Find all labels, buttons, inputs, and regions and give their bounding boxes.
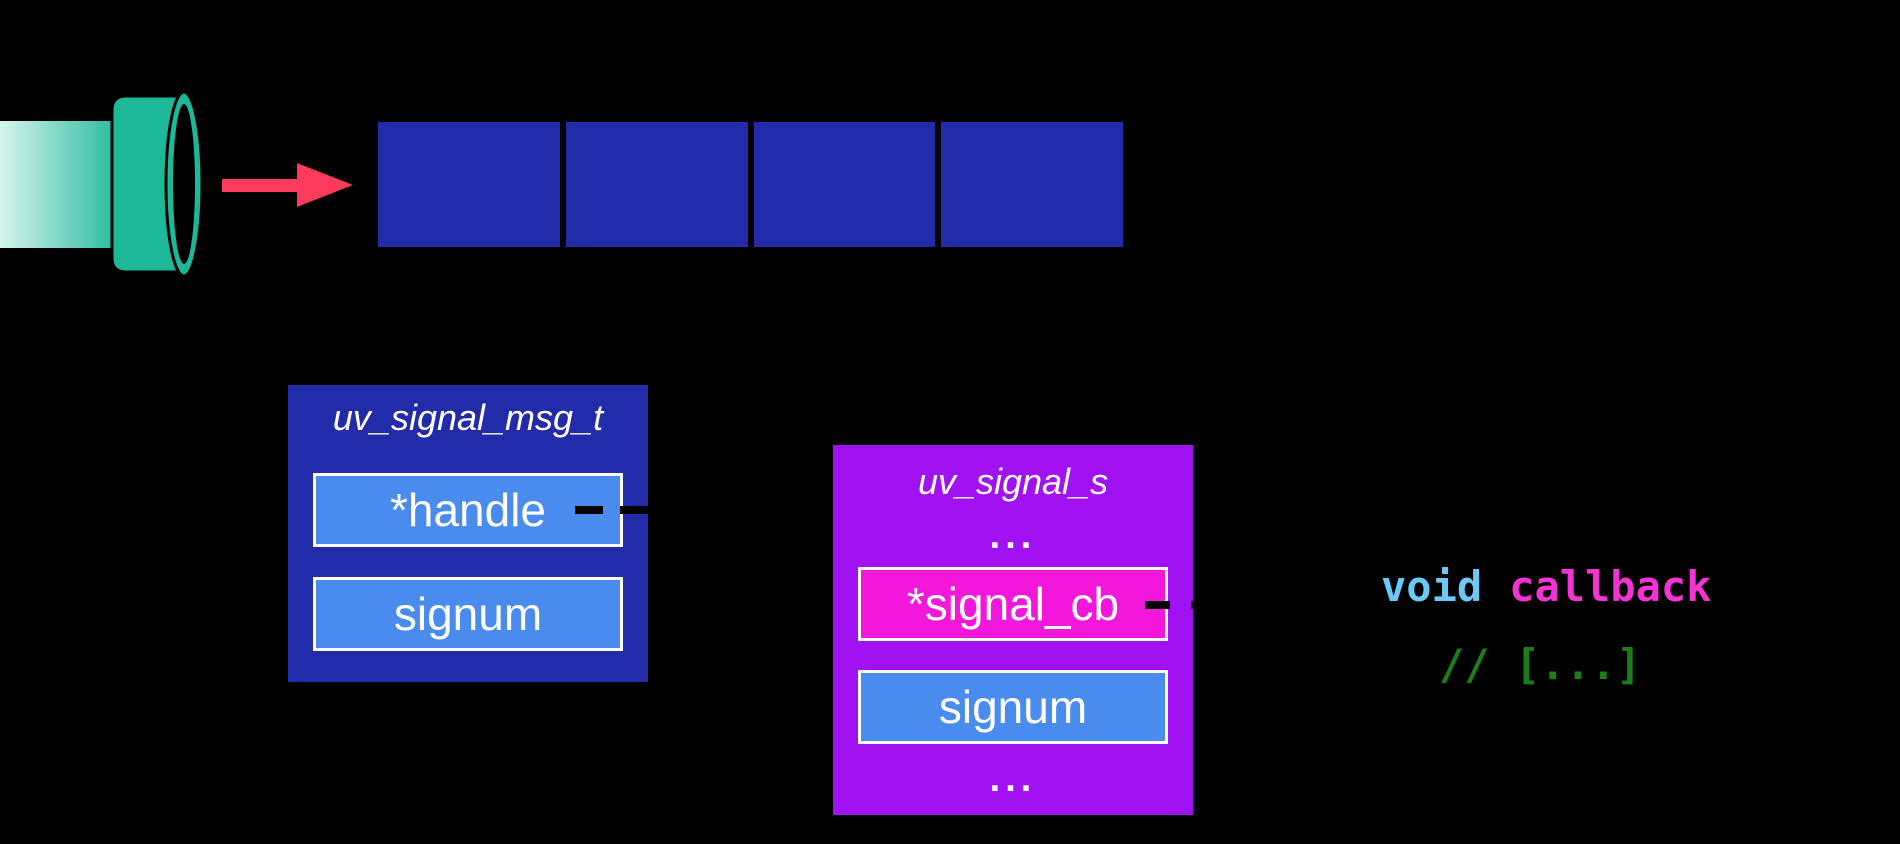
pipe-flange — [110, 94, 186, 274]
field-signum: signum — [858, 670, 1168, 744]
uv-signal-msg-struct: uv_signal_msg_t *handle signum — [288, 385, 648, 682]
signal-cb-pointer-dash — [1191, 601, 1216, 609]
handle-pointer-dash — [575, 506, 603, 514]
queue-slot — [378, 122, 560, 247]
arrow-shaft — [222, 179, 302, 192]
field-handle-label: *handle — [389, 484, 547, 536]
code-keyword: void — [1381, 562, 1483, 611]
arrow-head — [297, 163, 353, 207]
ellipsis-top: ... — [989, 515, 1037, 557]
code-identifier: callback — [1509, 562, 1712, 611]
struct-title: uv_signal_s — [917, 461, 1109, 502]
pipe-body — [0, 121, 113, 248]
ellipsis-bottom: ... — [989, 758, 1037, 800]
signal-cb-pointer-dash — [1145, 601, 1170, 609]
flow-arrow-icon — [222, 163, 353, 207]
field-signum: signum — [313, 577, 623, 651]
struct-title: uv_signal_msg_t — [332, 397, 604, 438]
field-signal-cb-label: *signal_cb — [906, 578, 1120, 630]
handle-pointer-dash — [620, 506, 650, 514]
field-signum-label: signum — [938, 681, 1088, 733]
queue-slot — [565, 122, 748, 247]
queue-slot — [941, 122, 1123, 247]
field-signal-cb: *signal_cb — [858, 567, 1168, 641]
pipe-opening — [173, 104, 195, 264]
pipe-icon — [0, 90, 204, 278]
message-queue — [378, 122, 1123, 247]
field-signum-label: signum — [393, 588, 543, 640]
uv-signal-struct: uv_signal_s ... *signal_cb signum ... — [833, 445, 1193, 815]
queue-slot — [753, 122, 936, 247]
field-handle: *handle — [313, 473, 623, 547]
code-comment: // [...] — [1439, 640, 1642, 689]
